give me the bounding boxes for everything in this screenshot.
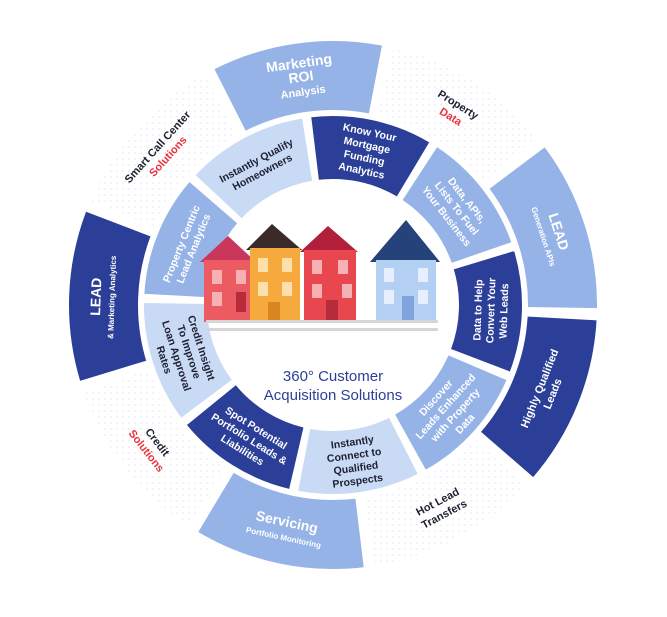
inner-segment-8 (142, 301, 235, 421)
inner-segment-3 (399, 144, 514, 266)
inner-label-6-line-0: Instantly (330, 434, 375, 452)
outer-label-0-line-1: & Marketing Analytics (106, 255, 118, 339)
outer-segment-4 (486, 144, 599, 311)
outer-segment-0 (67, 209, 154, 384)
inner-label-4-line-2: Web Leads (497, 283, 511, 339)
blue-house-icon (370, 220, 440, 322)
outer-segment-7 (195, 470, 366, 571)
inner-segment-2 (309, 114, 432, 200)
outer-ring (67, 39, 599, 571)
inner-segment-5 (392, 352, 510, 473)
outer-segment-overlay-1 (89, 73, 239, 229)
center-title-line-2: Acquisition Solutions (264, 387, 402, 404)
inner-segment-7 (184, 382, 306, 492)
fence-icon (206, 320, 438, 331)
red-house-icon (200, 236, 256, 322)
outer-label-2-line-1: ROI (287, 67, 314, 86)
inner-label-4-line-1: Convert Your (484, 278, 498, 344)
outer-segment-overlay-6 (363, 437, 527, 567)
inner-label-4-line-0: Data to Help (471, 279, 485, 341)
outer-segment-5 (478, 314, 599, 480)
outer-segment-overlay-8 (82, 368, 228, 527)
outer-label-0: LEAD& Marketing Analytics (87, 255, 118, 339)
inner-segment-6 (295, 415, 421, 496)
inner-segment-1 (192, 116, 315, 222)
red-house-2-icon (300, 226, 358, 322)
houses-illustration (200, 220, 440, 331)
outer-segment-2 (211, 39, 385, 134)
outer-segment-overlay-3 (376, 46, 539, 183)
inner-segment-4 (448, 248, 524, 375)
center-title-line-1: 360° Customer (283, 368, 383, 385)
outer-label-0-line-0: LEAD (87, 277, 104, 316)
orange-house-icon (246, 224, 302, 322)
